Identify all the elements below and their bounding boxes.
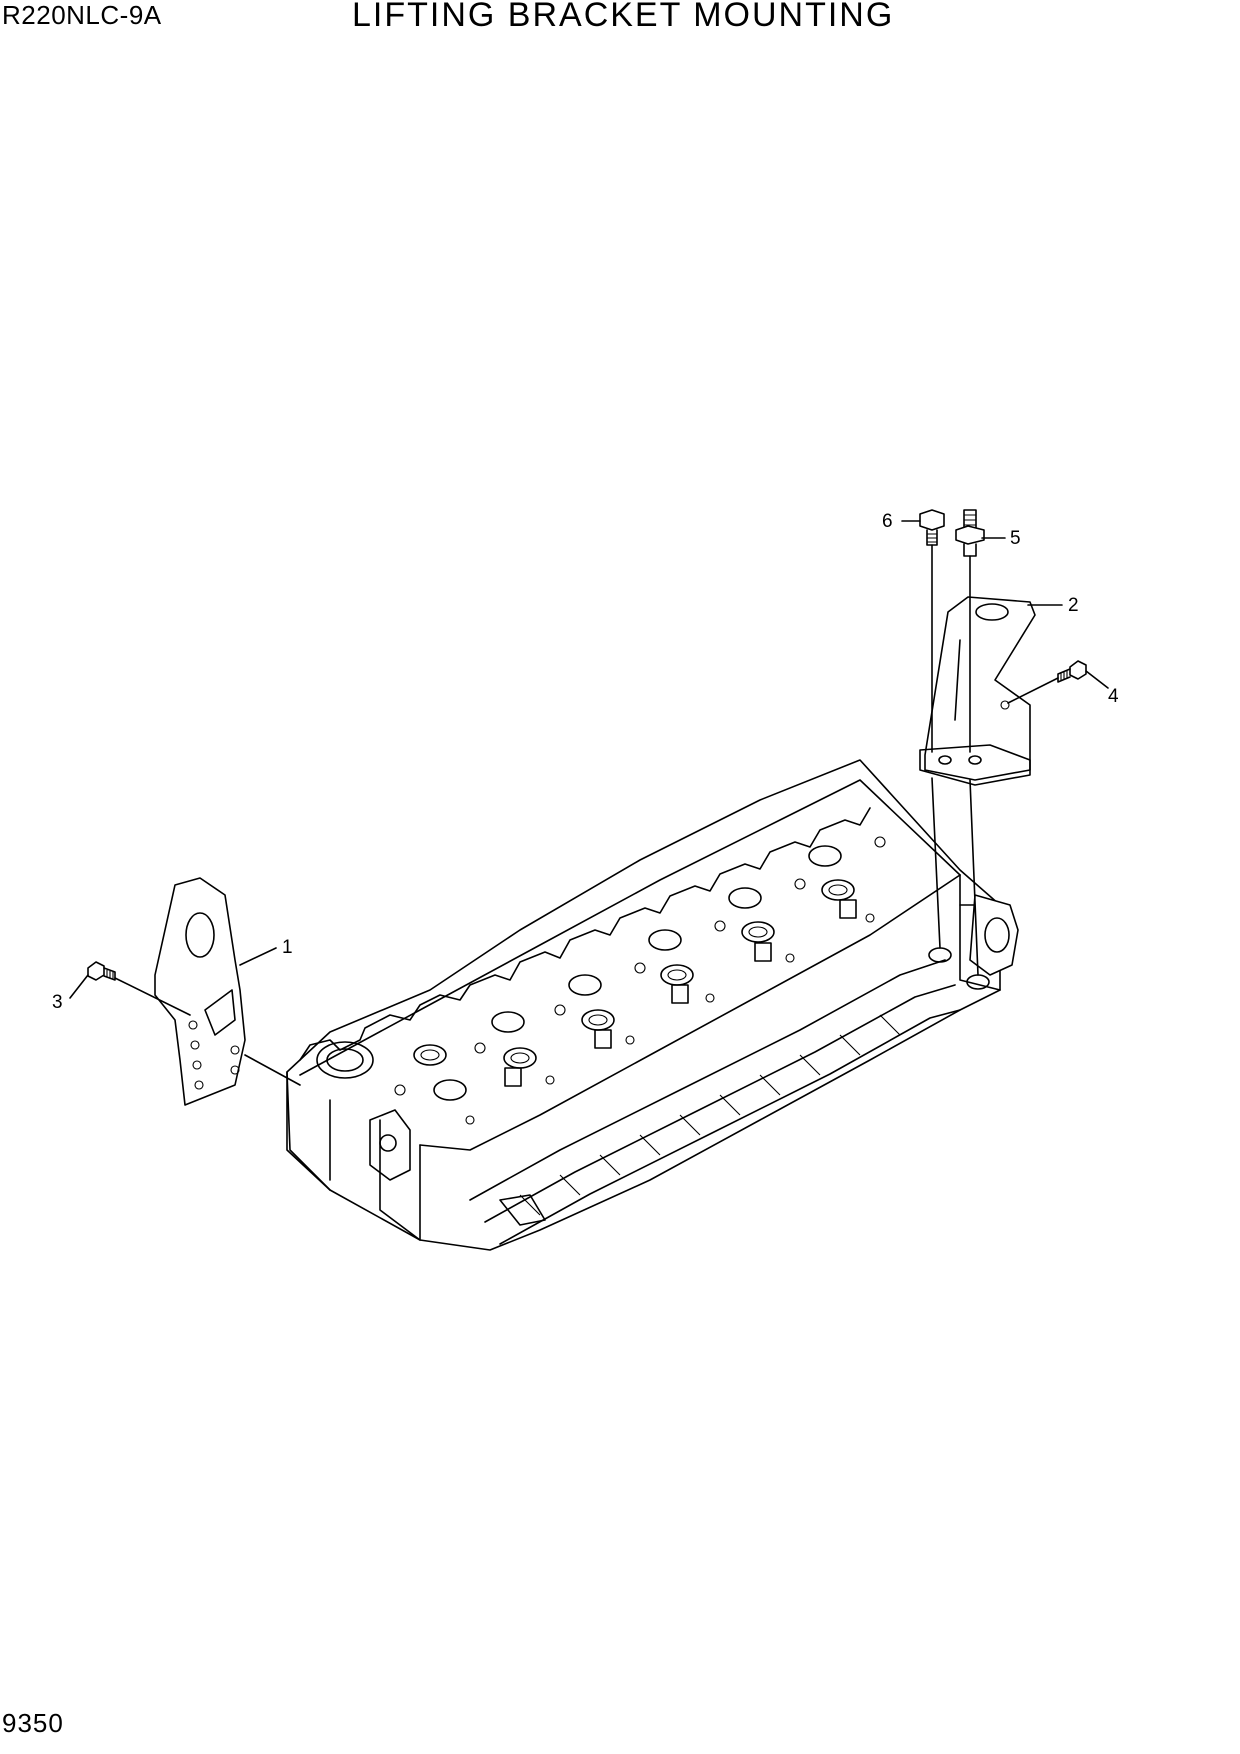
bolt-4 (1057, 660, 1087, 683)
callout-6: 6 (882, 511, 921, 532)
rear-lifting-bracket (919, 596, 1036, 786)
bolt-3 (87, 961, 116, 981)
callout-label-5: 5 (1010, 528, 1021, 549)
page-title: LIFTING BRACKET MOUNTING (352, 0, 895, 34)
front-lifting-bracket (154, 877, 246, 1106)
bolt-6 (919, 509, 945, 546)
valve-pattern (394, 836, 886, 1125)
stud-5 (955, 509, 985, 557)
page-number: 9350 (2, 1708, 64, 1738)
callout-1: 1 (239, 937, 293, 966)
callout-label-6: 6 (882, 511, 893, 532)
callout-4: 4 (1085, 670, 1119, 707)
model-code: R220NLC-9A (2, 0, 162, 30)
callout-label-3: 3 (52, 992, 63, 1013)
cylinder-head (286, 759, 1019, 1251)
callout-3: 3 (52, 974, 89, 1013)
callout-label-4: 4 (1108, 686, 1119, 707)
assembly-lines (114, 544, 1059, 1086)
callout-label-1: 1 (282, 937, 293, 958)
callout-2: 2 (1027, 595, 1079, 616)
callout-5: 5 (981, 528, 1021, 549)
callout-label-2: 2 (1068, 595, 1079, 616)
